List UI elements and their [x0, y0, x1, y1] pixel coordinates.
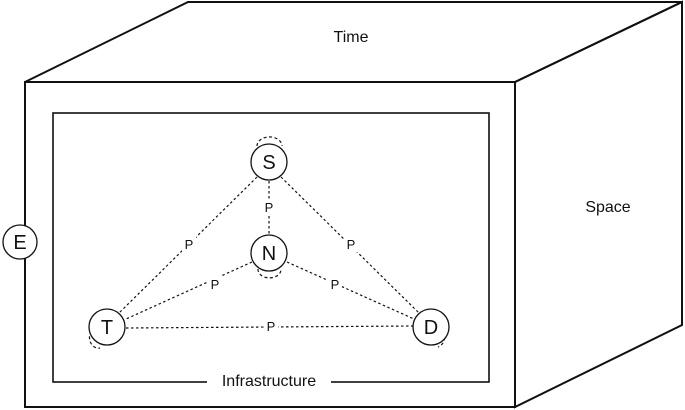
node-n: N: [250, 234, 288, 279]
edge-label-n-d: P: [331, 277, 340, 292]
edge-label-s-d: P: [347, 237, 356, 252]
edge-label-t-d: P: [267, 319, 276, 334]
infrastructure-label-bg: [207, 370, 331, 392]
edge-label-n-t: P: [211, 277, 220, 292]
node-n-label: N: [262, 243, 276, 265]
node-t: T: [88, 308, 126, 349]
edge-label-s-t: P: [185, 237, 194, 252]
edge-n-d: [286, 261, 415, 320]
external-node-e: E: [2, 224, 38, 260]
node-s: S: [250, 136, 288, 181]
cube: [24, 0, 683, 409]
node-s-label: S: [262, 152, 275, 174]
edge-n-t: [125, 261, 253, 320]
time-label: Time: [334, 29, 369, 46]
edge-label-s-n: P: [265, 200, 274, 215]
infrastructure-label: Infrastructure: [222, 373, 316, 390]
node-n-self-loop: [257, 268, 282, 279]
space-label: Space: [585, 199, 630, 216]
node-s-self-loop: [256, 136, 283, 147]
node-d-label: D: [424, 317, 438, 339]
external-node-label: E: [13, 232, 26, 254]
node-d: D: [412, 308, 450, 348]
edge-labels: P P P P P P: [182, 199, 358, 334]
node-t-label: T: [101, 317, 113, 339]
